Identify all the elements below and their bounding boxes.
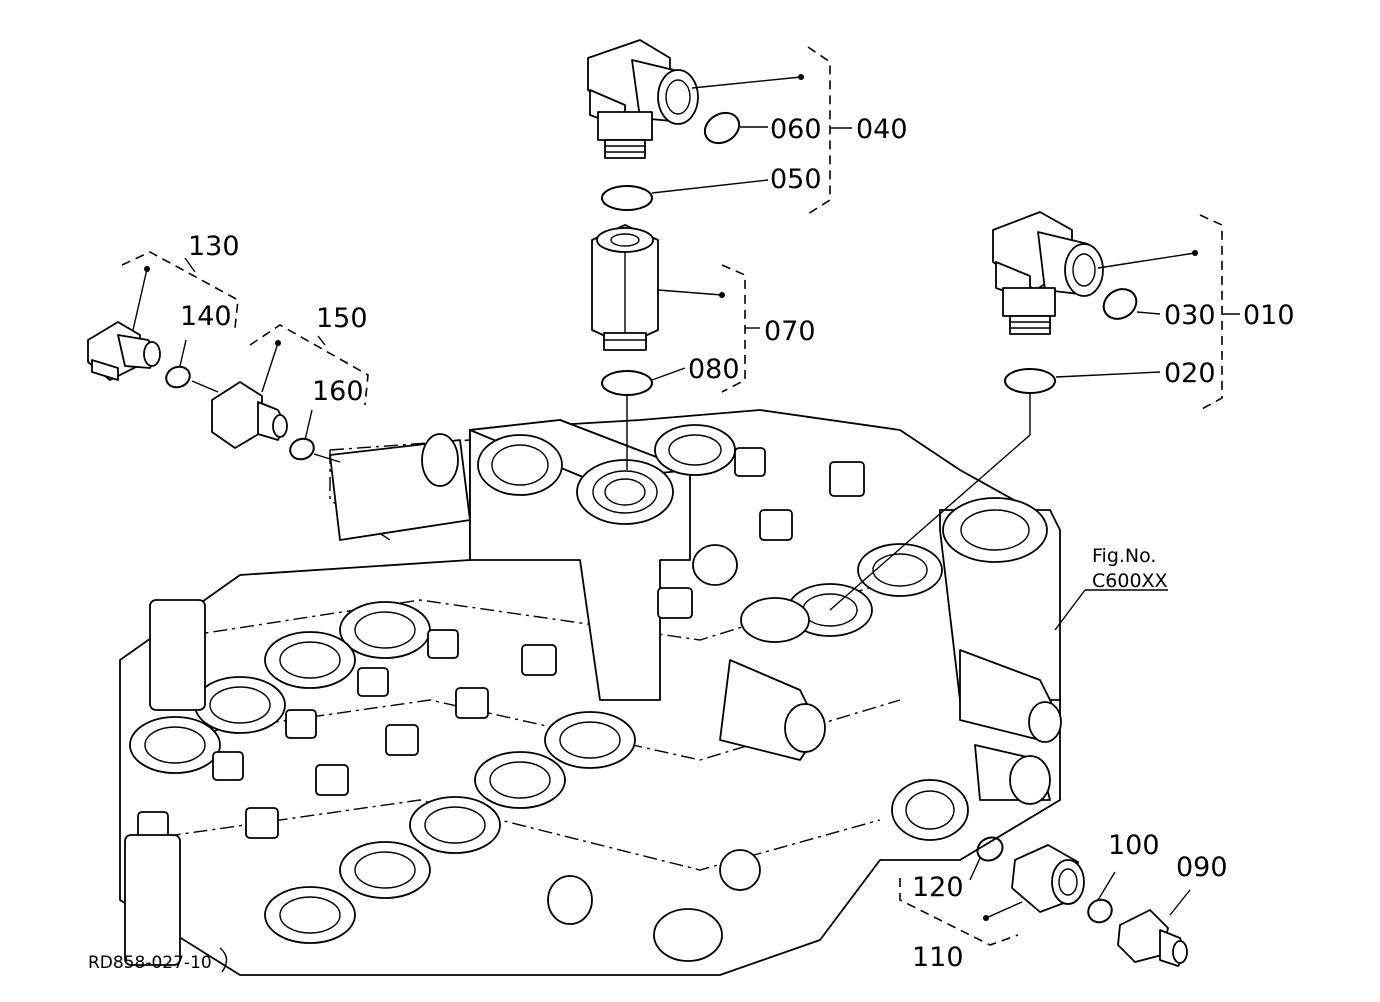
label-020: 020 <box>1164 358 1216 389</box>
label-070: 070 <box>764 316 816 347</box>
o-ring-030 <box>1102 288 1138 320</box>
label-010: 010 <box>1243 300 1295 331</box>
side-relief-valves <box>692 544 1062 841</box>
label-030: 030 <box>1164 300 1216 331</box>
label-040: 040 <box>856 114 908 145</box>
control-valve-body <box>119 409 1062 976</box>
connector-110 <box>1011 844 1085 913</box>
o-ring-050 <box>601 185 653 211</box>
part-number-labels: 060 040 050 070 080 030 010 020 130 140 … <box>180 114 1295 973</box>
drawing-number: RD858-027-10 <box>88 953 212 973</box>
mounting-studs <box>137 447 865 841</box>
label-140: 140 <box>180 301 232 332</box>
label-150: 150 <box>316 303 368 334</box>
o-ring-080 <box>601 370 653 396</box>
plug-150 <box>211 381 288 449</box>
elbow-adaptor-040 <box>587 39 699 159</box>
fig-ref-line1: Fig.No. <box>1092 545 1156 567</box>
label-100: 100 <box>1108 830 1160 861</box>
label-110: 110 <box>912 942 964 973</box>
plug-090 <box>1117 909 1188 967</box>
fig-ref-line2: C600XX <box>1092 570 1168 592</box>
label-160: 160 <box>312 376 364 407</box>
hex-connector-070 <box>591 224 659 351</box>
o-ring-020 <box>1004 368 1056 394</box>
leader-lines <box>121 46 1240 946</box>
label-130: 130 <box>188 231 240 262</box>
label-060: 060 <box>770 114 822 145</box>
label-080: 080 <box>688 354 740 385</box>
elbow-fitting-130 <box>87 321 161 381</box>
o-ring-120 <box>976 836 1004 862</box>
upper-ports <box>129 424 943 944</box>
elbow-adaptor-010 <box>992 211 1104 335</box>
o-ring-160 <box>289 437 315 461</box>
label-090: 090 <box>1176 852 1228 883</box>
label-120: 120 <box>912 872 964 903</box>
o-ring-140 <box>165 365 191 389</box>
o-ring-020-leader <box>829 393 1031 611</box>
drawing-number-bracket <box>219 947 228 973</box>
label-050: 050 <box>770 164 822 195</box>
figure-reference: Fig.No. C600XX <box>1092 545 1168 592</box>
o-ring-100 <box>1087 898 1113 924</box>
lower-caps <box>124 599 761 966</box>
o-ring-060 <box>703 111 741 145</box>
